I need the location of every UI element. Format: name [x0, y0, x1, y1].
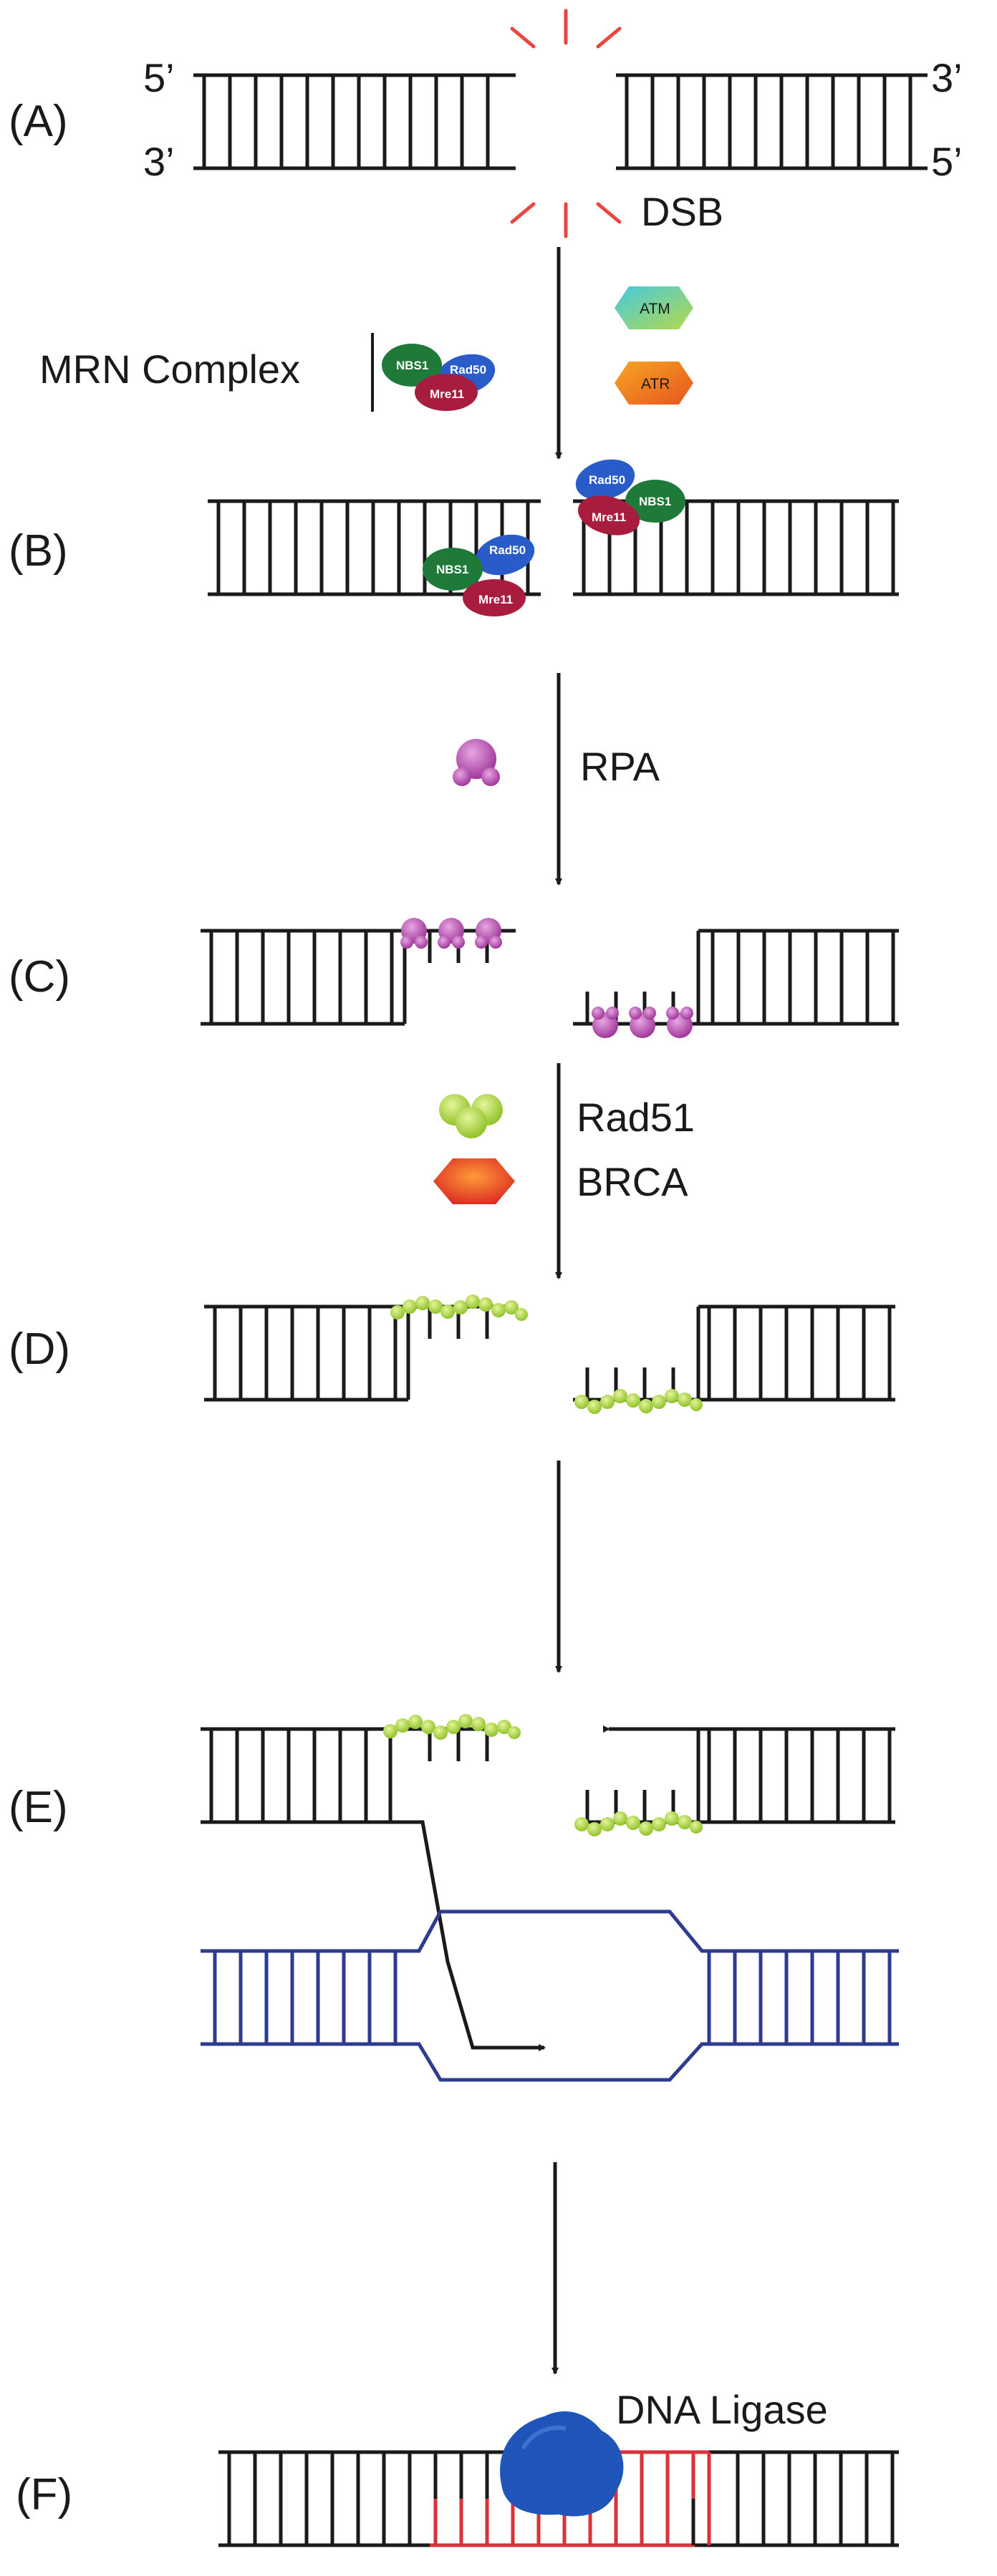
- mre11-b-left-label: Mre11: [478, 593, 513, 606]
- rad50-b-right-label: Rad50: [589, 473, 625, 487]
- mrn-complex-label: MRN Complex: [39, 347, 300, 392]
- dna-invading-left-e: [201, 1727, 512, 1824]
- strand-invasion-path: [390, 1820, 546, 2051]
- rad51-filament-left: [390, 1294, 528, 1321]
- homologous-template-dna: [201, 1909, 899, 2082]
- three-prime-left-label: 3’: [143, 139, 175, 184]
- rad50-b-left-label: Rad50: [489, 543, 526, 557]
- dsb-burst-icon: [510, 9, 622, 238]
- dsb-label: DSB: [641, 189, 723, 234]
- step-label-f: (F): [16, 2470, 72, 2519]
- mre11-b-right-label: Mre11: [592, 510, 626, 524]
- rad50-legend-label: Rad50: [450, 363, 486, 377]
- nbs1-b-left-label: NBS1: [436, 563, 468, 576]
- dna-resected-right-c: [573, 929, 899, 1026]
- step-label-a: (A): [9, 97, 68, 146]
- atm-icon: ATM: [615, 286, 693, 329]
- nbs1-legend-label: NBS1: [396, 359, 428, 372]
- step-label-d: (D): [9, 1325, 70, 1374]
- dna-duplex-left-a: [193, 73, 516, 170]
- dna-ligase-label: DNA Ligase: [616, 2387, 828, 2432]
- brca-legend-icon: [433, 1158, 515, 1204]
- brca-label: BRCA: [577, 1159, 688, 1204]
- rad51-filament-right-e: [574, 1811, 703, 1836]
- dna-duplex-right-a: [616, 73, 928, 170]
- mre11-legend-label: Mre11: [430, 387, 464, 401]
- dna-resected-right-d: [573, 1304, 895, 1402]
- dna-resected-left-c: [201, 929, 516, 1026]
- mrn-complex-right-end: Rad50 NBS1 Mre11: [575, 459, 685, 536]
- dna-resected-left-d: [204, 1304, 516, 1402]
- step-label-e: (E): [9, 1783, 68, 1832]
- step-label-b: (B): [9, 526, 68, 576]
- rpa-label: RPA: [580, 744, 660, 789]
- rad51-legend-icon: [439, 1094, 503, 1138]
- step-label-c: (C): [9, 952, 70, 1002]
- atr-icon: ATR: [615, 362, 693, 405]
- dna-ligase-icon: [500, 2411, 624, 2517]
- nbs1-b-right-label: NBS1: [639, 495, 671, 508]
- five-prime-left-label: 5’: [143, 55, 175, 100]
- rad51-filament-right: [574, 1389, 703, 1414]
- new-synthesis-red: [430, 2450, 711, 2547]
- three-prime-right-label: 3’: [931, 55, 963, 100]
- atm-label: ATM: [640, 301, 670, 317]
- rpa-coating-right: [592, 1007, 693, 1038]
- dna-resected-right-e: [577, 1725, 895, 1824]
- mrn-complex-left-end: NBS1 Rad50 Mre11: [423, 534, 535, 616]
- atr-label: ATR: [641, 376, 670, 392]
- rad51-label: Rad51: [577, 1095, 695, 1140]
- rad51-filament-left-e: [383, 1714, 521, 1740]
- five-prime-right-label: 5’: [931, 139, 963, 184]
- rpa-coating-left: [400, 918, 502, 949]
- rpa-legend-icon: [453, 739, 500, 786]
- mrn-complex-legend-icon: NBS1 Rad50 Mre11: [382, 344, 496, 411]
